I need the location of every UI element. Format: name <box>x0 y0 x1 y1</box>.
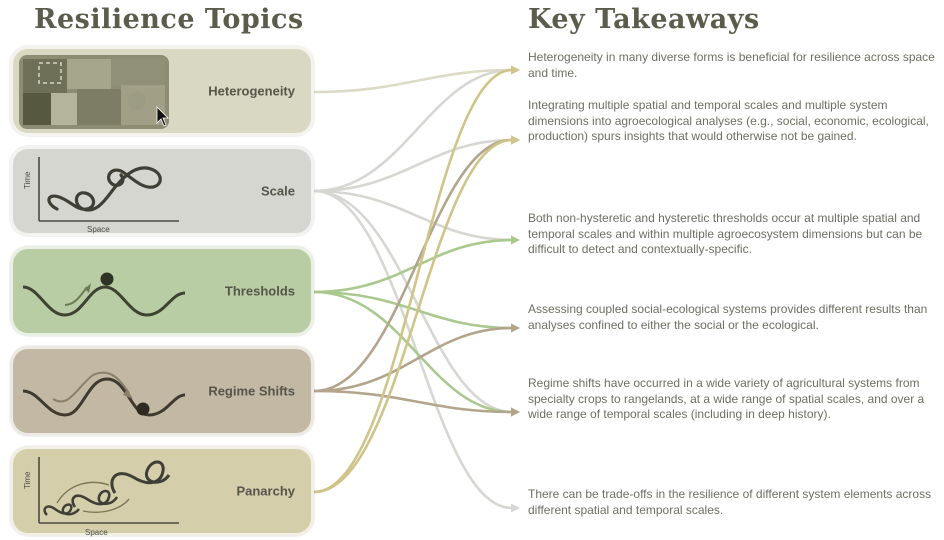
arrowhead-scale-to-takeaway-6 <box>511 503 520 513</box>
resilience-topics-heading: Resilience Topics <box>34 4 304 35</box>
takeaway-2: Integrating multiple spatial and tempora… <box>528 98 929 143</box>
connector-scale-to-takeaway-2 <box>312 138 514 193</box>
arrowhead-thresholds-to-takeaway-5 <box>511 407 520 417</box>
topic-label-regime-shifts: Regime Shifts <box>208 383 295 399</box>
key-takeaways-heading: Key Takeaways <box>528 4 760 35</box>
connector-scale-to-takeaway-3 <box>312 189 514 242</box>
arrowhead-thresholds-to-takeaway-4 <box>511 323 520 333</box>
connector-scale-to-takeaway-6 <box>312 189 514 510</box>
panarchy-x-axis-label: Space <box>85 528 108 537</box>
arrowhead-scale-to-takeaway-1 <box>511 65 520 75</box>
regime-shifts-wave-icon <box>22 371 186 417</box>
topic-card-panarchy[interactable]: Time Space Panarchy <box>10 446 314 537</box>
takeaway-1: Heterogeneity in many diverse forms is b… <box>528 50 935 80</box>
arrowhead-regime-to-takeaway-4 <box>511 323 520 333</box>
thresholds-wave-icon <box>22 272 186 317</box>
arrowhead-thresholds-to-takeaway-3 <box>511 235 520 245</box>
topic-label-heterogeneity: Heterogeneity <box>208 83 295 99</box>
takeaway-3: Both non-hysteretic and hysteretic thres… <box>528 211 923 256</box>
topic-card-thresholds[interactable]: Thresholds <box>10 246 314 336</box>
takeaway-4: Assessing coupled social-ecological syst… <box>528 302 928 332</box>
topic-label-thresholds: Thresholds <box>224 283 295 299</box>
topic-label-scale: Scale <box>261 183 295 199</box>
arrowhead-scale-to-takeaway-2 <box>511 135 520 145</box>
takeaway-6: There can be trade-offs in the resilienc… <box>528 487 932 517</box>
arrowhead-panarchy-to-takeaway-1 <box>511 65 520 75</box>
connector-scale-to-takeaway-1 <box>312 68 514 193</box>
connector-panarchy-to-takeaway-1 <box>312 68 514 494</box>
connector-panarchy-to-takeaway-2 <box>312 138 514 494</box>
connector-heterogeneity-to-takeaway-1 <box>312 68 514 94</box>
panarchy-y-axis-label: Time <box>23 471 32 489</box>
scale-x-axis-label: Space <box>87 225 110 234</box>
arrowhead-scale-to-takeaway-3 <box>511 235 520 245</box>
arrowhead-scale-to-takeaway-5 <box>511 407 520 417</box>
takeaway-5: Regime shifts have occurred in a wide va… <box>528 376 925 421</box>
arrowhead-panarchy-to-takeaway-2 <box>511 135 520 145</box>
heterogeneity-mosaic-icon <box>19 55 169 129</box>
topic-label-panarchy: Panarchy <box>236 483 295 499</box>
connector-scale-to-takeaway-5 <box>312 189 514 414</box>
connector-thresholds-to-takeaway-3 <box>312 238 514 294</box>
connector-regime-to-takeaway-5 <box>312 389 514 414</box>
topic-card-heterogeneity[interactable]: Heterogeneity <box>10 46 314 136</box>
arrowhead-regime-to-takeaway-5 <box>511 407 520 417</box>
arrowhead-heterogeneity-to-takeaway-1 <box>511 65 520 75</box>
connector-thresholds-to-takeaway-4 <box>312 290 514 330</box>
topic-card-scale[interactable]: Time Space Scale <box>10 146 314 236</box>
connector-regime-to-takeaway-4 <box>312 326 514 393</box>
connector-regime-to-takeaway-2 <box>312 138 514 393</box>
scale-y-axis-label: Time <box>23 171 32 189</box>
scale-graph-icon: Time Space <box>23 157 179 234</box>
topic-card-regime-shifts[interactable]: Regime Shifts <box>10 346 314 436</box>
arrowhead-regime-to-takeaway-2 <box>511 135 520 145</box>
panarchy-graph-icon: Time Space <box>23 457 179 537</box>
connector-thresholds-to-takeaway-5 <box>312 290 514 414</box>
